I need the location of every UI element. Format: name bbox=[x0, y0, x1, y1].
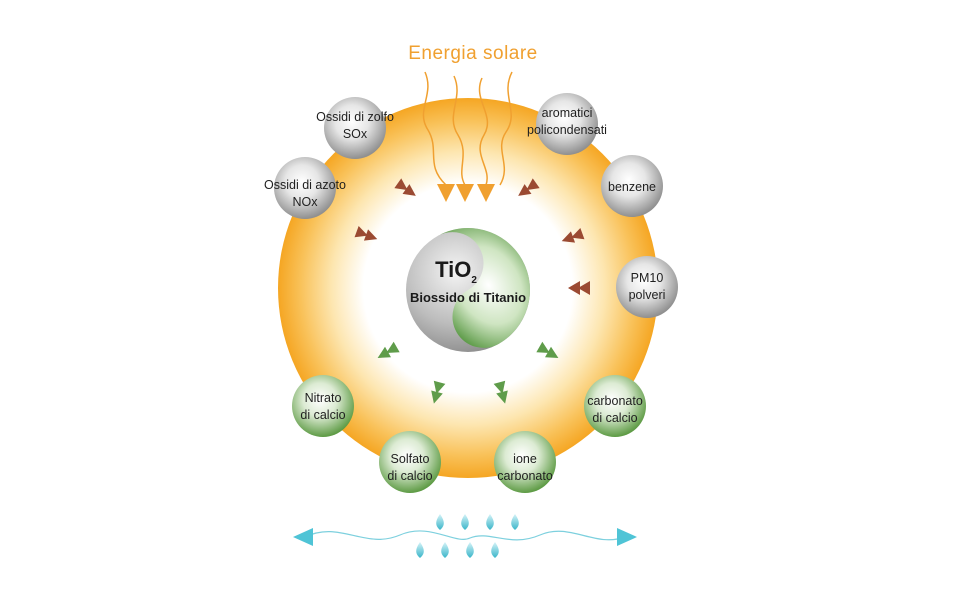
product-calcium-sulfate: Solfato di calcio bbox=[379, 431, 441, 493]
solar-arrowhead-1 bbox=[437, 184, 455, 202]
pollutant-pm10: PM10 polveri bbox=[616, 256, 678, 318]
arrow-upper-left bbox=[394, 178, 416, 196]
arrow-green-bottom-left bbox=[431, 380, 446, 404]
inward-arrows bbox=[354, 178, 590, 295]
solar-arrowhead-3 bbox=[477, 184, 495, 202]
pollutant-label: Ossidi di zolfo bbox=[316, 110, 394, 124]
solar-arrowheads bbox=[437, 184, 495, 202]
product-label: di calcio bbox=[387, 469, 432, 483]
diagram-title: Energia solare bbox=[408, 43, 538, 64]
solar-ray-1 bbox=[422, 71, 447, 186]
tio2-sphere: TiO2 Biossido di Titanio bbox=[406, 227, 530, 352]
tio2-formula: TiO bbox=[435, 257, 471, 282]
pollutant-label: polveri bbox=[629, 288, 666, 302]
water-arrow-left-icon bbox=[293, 528, 313, 546]
solar-rays bbox=[422, 71, 513, 186]
solar-ray-4 bbox=[499, 71, 513, 186]
arrow-upper-right bbox=[518, 178, 540, 196]
tio2-green-half bbox=[437, 227, 530, 348]
product-label: ione bbox=[513, 452, 537, 466]
arrow-right-upper bbox=[561, 227, 585, 243]
product-label: di calcio bbox=[300, 408, 345, 422]
tio2-name: Biossido di Titanio bbox=[410, 290, 526, 305]
pollutant-label: NOx bbox=[293, 195, 319, 209]
product-label: Solfato bbox=[391, 452, 430, 466]
water-arrow-right-icon bbox=[617, 528, 637, 546]
pollutant-benzene: benzene bbox=[601, 155, 663, 217]
pollutant-label: aromatici bbox=[542, 106, 593, 120]
arrow-green-left bbox=[377, 341, 400, 358]
solar-arrowhead-2 bbox=[456, 184, 474, 202]
pollutant-label: benzene bbox=[608, 180, 656, 194]
solar-ray-2 bbox=[452, 75, 466, 186]
arrow-left bbox=[354, 225, 378, 241]
arrow-right bbox=[568, 281, 590, 295]
outward-arrows bbox=[377, 341, 559, 404]
product-calcium-carbonate: carbonato di calcio bbox=[584, 375, 646, 437]
product-label: carbonato bbox=[587, 394, 643, 408]
pollutant-sox: Ossidi di zolfo SOx bbox=[316, 97, 394, 159]
arrow-green-right bbox=[536, 341, 559, 358]
raindrops-icon bbox=[416, 514, 519, 558]
water-flow bbox=[293, 514, 637, 558]
product-carbonate-ion: ione carbonato bbox=[494, 431, 556, 493]
pollutant-label: PM10 bbox=[631, 271, 664, 285]
pollutant-nox: Ossidi di azoto NOx bbox=[264, 157, 346, 219]
pollutant-label: policondensati bbox=[527, 123, 607, 137]
pollutant-label: Ossidi di azoto bbox=[264, 178, 346, 192]
svg-text:TiO2: TiO2 bbox=[435, 257, 477, 286]
solar-ray-3 bbox=[478, 77, 489, 186]
pollutant-aromatics: aromatici policondensati bbox=[527, 93, 607, 155]
tio2-subscript: 2 bbox=[471, 275, 477, 286]
water-wave bbox=[304, 530, 626, 541]
product-label: di calcio bbox=[592, 411, 637, 425]
pollutant-label: SOx bbox=[343, 127, 368, 141]
arrow-green-bottom-right bbox=[493, 380, 508, 404]
product-label: Nitrato bbox=[305, 391, 342, 405]
product-calcium-nitrate: Nitrato di calcio bbox=[292, 375, 354, 437]
product-label: carbonato bbox=[497, 469, 553, 483]
